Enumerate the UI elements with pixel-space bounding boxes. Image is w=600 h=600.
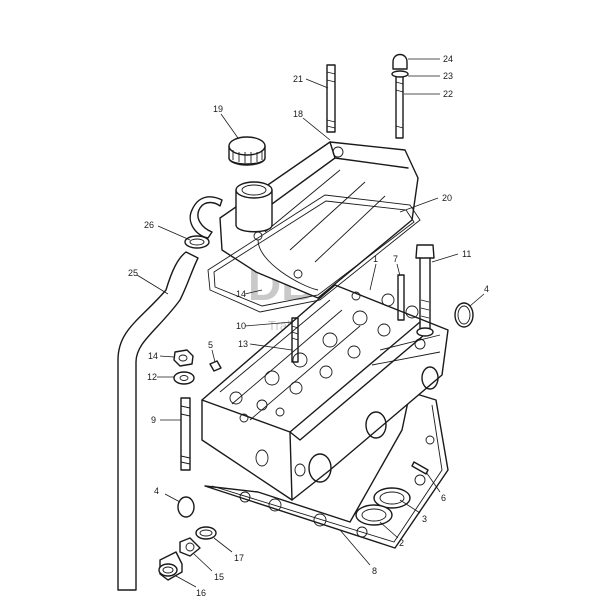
callout-8: 8 bbox=[372, 566, 377, 576]
callout-14-nut: 14 bbox=[148, 351, 158, 361]
washer-12 bbox=[173, 371, 195, 385]
callout-14-gasket: 14 bbox=[236, 289, 246, 299]
callout-20: 20 bbox=[442, 193, 452, 203]
callout-26: 26 bbox=[144, 220, 154, 230]
callout-9: 9 bbox=[151, 415, 156, 425]
adaptor-15 bbox=[179, 537, 201, 557]
cylinder-head-block bbox=[201, 284, 449, 501]
callout-16: 16 bbox=[196, 588, 206, 598]
hose-clip bbox=[184, 235, 210, 249]
callout-1: 1 bbox=[373, 254, 378, 264]
callout-4-upper: 4 bbox=[484, 284, 489, 294]
filler-cap bbox=[228, 136, 266, 166]
callout-2: 2 bbox=[399, 538, 404, 548]
callout-11: 11 bbox=[462, 249, 471, 259]
stud-22 bbox=[395, 75, 404, 139]
callout-22: 22 bbox=[443, 89, 453, 99]
callout-19: 19 bbox=[213, 104, 223, 114]
callout-25: 25 bbox=[128, 268, 138, 278]
nut-14 bbox=[173, 349, 194, 367]
callout-3: 3 bbox=[422, 514, 427, 524]
seal-ring-2 bbox=[355, 504, 393, 526]
callout-numbers: 24 23 22 21 19 18 20 26 11 7 1 4 25 14 1… bbox=[128, 54, 489, 598]
callout-15: 15 bbox=[214, 572, 224, 582]
callout-10: 10 bbox=[236, 321, 246, 331]
fitting-16 bbox=[158, 551, 183, 581]
callout-5: 5 bbox=[208, 340, 213, 350]
callout-17: 17 bbox=[234, 553, 244, 563]
callout-6: 6 bbox=[441, 493, 446, 503]
stud-9 bbox=[180, 397, 191, 471]
stud-21 bbox=[326, 64, 336, 133]
callout-21: 21 bbox=[293, 74, 303, 84]
dowel-5 bbox=[209, 360, 222, 372]
rocker-cover-gasket bbox=[207, 194, 421, 313]
stud-13 bbox=[291, 317, 299, 363]
head-bolt bbox=[415, 244, 435, 337]
breather-hose bbox=[117, 196, 223, 591]
o-ring-17 bbox=[195, 526, 217, 540]
rocker-cover bbox=[219, 141, 419, 299]
callout-7: 7 bbox=[393, 254, 398, 264]
core-plug-4 bbox=[177, 496, 195, 518]
callout-13: 13 bbox=[238, 339, 248, 349]
callout-4-lower: 4 bbox=[154, 486, 159, 496]
o-ring-upper bbox=[454, 302, 474, 328]
seal-ring-3 bbox=[373, 487, 411, 509]
callout-24: 24 bbox=[443, 54, 453, 64]
callout-18: 18 bbox=[293, 109, 303, 119]
washer-23 bbox=[391, 70, 409, 78]
dowel-pin-6 bbox=[411, 461, 429, 475]
leader-lines bbox=[136, 58, 485, 588]
callout-23: 23 bbox=[443, 71, 453, 81]
callout-12: 12 bbox=[147, 372, 157, 382]
stud-7 bbox=[397, 274, 405, 321]
dome-nut-24 bbox=[392, 53, 408, 70]
